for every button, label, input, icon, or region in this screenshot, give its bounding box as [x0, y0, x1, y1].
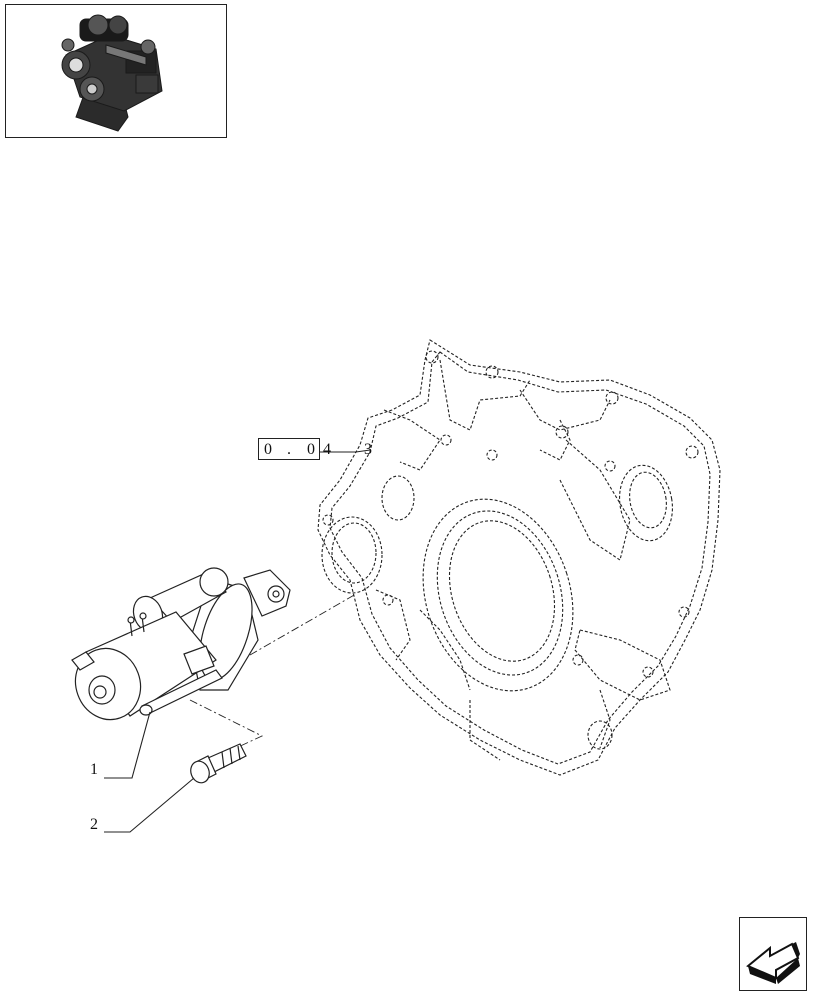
- engine-thumbnail-icon: [61, 14, 163, 132]
- starter-motor: [71, 567, 291, 721]
- ref-char-3: 0: [307, 441, 315, 458]
- section-reference-box[interactable]: 0 . 0: [258, 438, 320, 460]
- callout-2: 2: [90, 816, 98, 833]
- callout-3: 3: [364, 441, 372, 458]
- previous-page-button[interactable]: [739, 917, 807, 991]
- flywheel-housing: [317, 339, 721, 776]
- ref-char-2: .: [287, 441, 291, 458]
- callout-1: 1: [90, 761, 98, 778]
- alignment-lines: [189, 593, 357, 749]
- leader-lines: [104, 449, 371, 833]
- previous-page-arrow-icon: [746, 942, 800, 984]
- engine-thumbnail: [5, 4, 227, 138]
- ref-char-4: 4: [323, 441, 331, 458]
- mounting-bolt: [190, 743, 247, 784]
- ref-char-1: 0: [264, 441, 272, 458]
